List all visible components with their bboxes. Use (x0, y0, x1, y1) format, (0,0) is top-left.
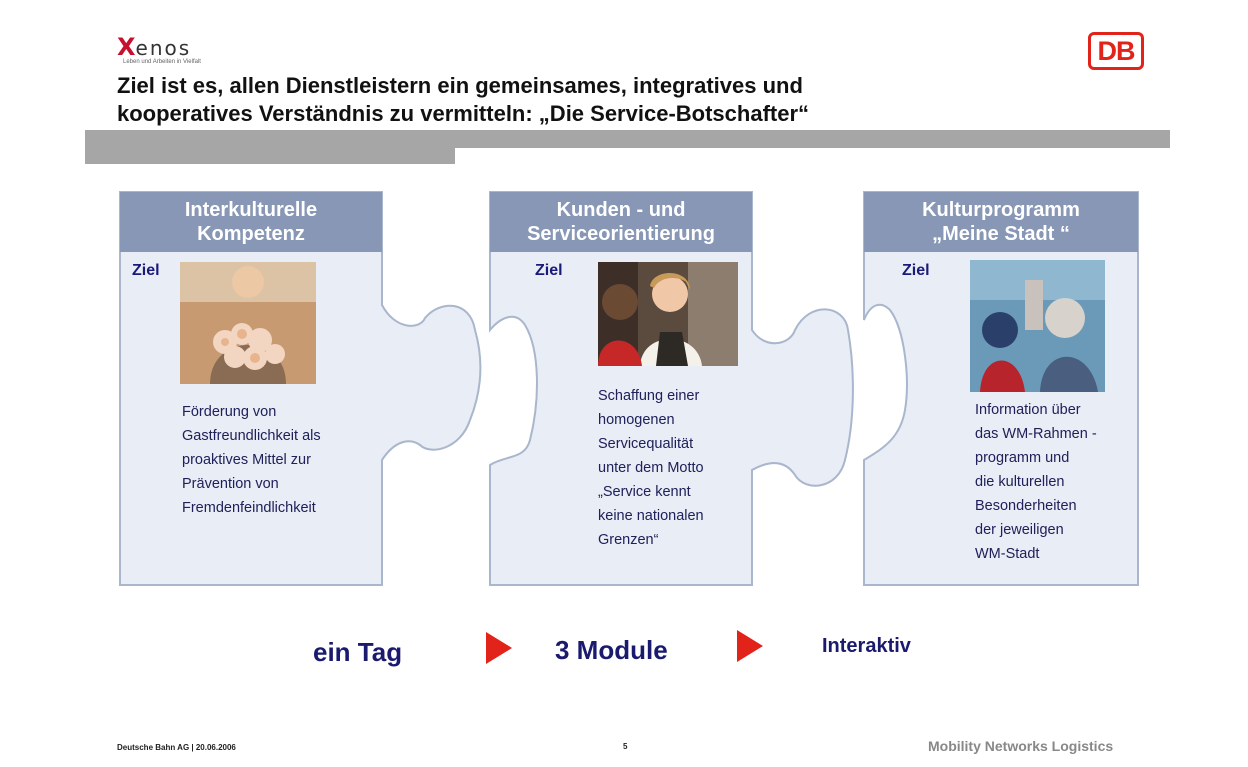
bottom-item-module: 3 Module (555, 635, 668, 665)
slide-title: Ziel ist es, allen Dienstleistern ein ge… (117, 72, 997, 128)
panel-header-line: „Meine Stadt “ (932, 223, 1070, 245)
bottom-item-tag: ein Tag (313, 637, 403, 667)
text-line: Prävention von (182, 476, 279, 492)
text-line: homogenen (598, 412, 675, 428)
text-line: Förderung von (182, 404, 277, 420)
panel-text-2: Schaffung einer homogenen Servicequalitä… (598, 384, 704, 552)
xenos-logo: Xenos Leben und Arbeiten in Vielfalt (117, 33, 237, 71)
panel-header-kunden: Kunden - und Serviceorientierung (490, 192, 752, 252)
ziel-label: Ziel (132, 262, 160, 279)
text-line: Gastfreundlichkeit als (182, 428, 321, 444)
panel-header-line: Kompetenz (197, 223, 305, 245)
text-line: Servicequalität (598, 436, 694, 452)
text-line: die kulturellen (975, 474, 1065, 490)
panel-header-line: Kunden - und (556, 199, 686, 221)
photo-service-staff (598, 262, 738, 366)
title-line-2: kooperatives Verständnis zu vermitteln: … (117, 101, 810, 126)
puzzle-piece-2 (489, 191, 854, 586)
text-line: proaktives Mittel zur (182, 452, 311, 468)
text-line: das WM-Rahmen - (975, 426, 1097, 442)
text-line: WM-Stadt (975, 546, 1040, 562)
text-line: Fremdenfeindlichkeit (182, 500, 316, 516)
ziel-label: Ziel (902, 262, 930, 279)
text-line: Information über (975, 402, 1081, 418)
arrow-right-icon (737, 630, 763, 662)
panel-text-1: Förderung von Gastfreundlichkeit als pro… (182, 400, 321, 520)
text-line: Grenzen“ (598, 532, 659, 548)
logo-tagline: Leben und Arbeiten in Vielfalt (123, 59, 201, 65)
footer-company-date: Deutsche Bahn AG | 20.06.2006 (117, 743, 236, 752)
photo-flowers-woman (180, 262, 316, 384)
text-line: Besonderheiten (975, 498, 1077, 514)
arrow-right-icon (486, 632, 512, 664)
bottom-item-interaktiv: Interaktiv (822, 635, 911, 657)
photo-city-culture (970, 260, 1105, 392)
text-line: der jeweiligen (975, 522, 1064, 538)
db-logo: DB (1088, 32, 1144, 70)
text-line: Schaffung einer (598, 388, 700, 404)
title-line-1: Ziel ist es, allen Dienstleistern ein ge… (117, 73, 803, 98)
footer-tagline: Mobility Networks Logistics (928, 738, 1114, 754)
title-divider-bar (85, 130, 1170, 148)
panel-header-interkulturelle: Interkulturelle Kompetenz (120, 192, 382, 252)
page-number: 5 (623, 742, 628, 751)
panel-header-line: Serviceorientierung (527, 223, 715, 245)
title-divider-bar-accent (85, 148, 455, 164)
panel-header-line: Interkulturelle (184, 199, 318, 221)
panel-text-3: Information über das WM-Rahmen - program… (975, 398, 1097, 566)
text-line: „Service kennt (598, 484, 691, 500)
text-line: keine nationalen (598, 508, 704, 524)
ziel-label: Ziel (535, 262, 563, 279)
logo-letter: X (117, 33, 136, 61)
text-line: unter dem Motto (598, 460, 704, 476)
panel-header-kulturprogramm: Kulturprogramm „Meine Stadt “ (864, 192, 1138, 252)
logo-text: enos (135, 36, 192, 60)
text-line: programm und (975, 450, 1070, 466)
panel-header-line: Kulturprogramm (922, 199, 1080, 221)
